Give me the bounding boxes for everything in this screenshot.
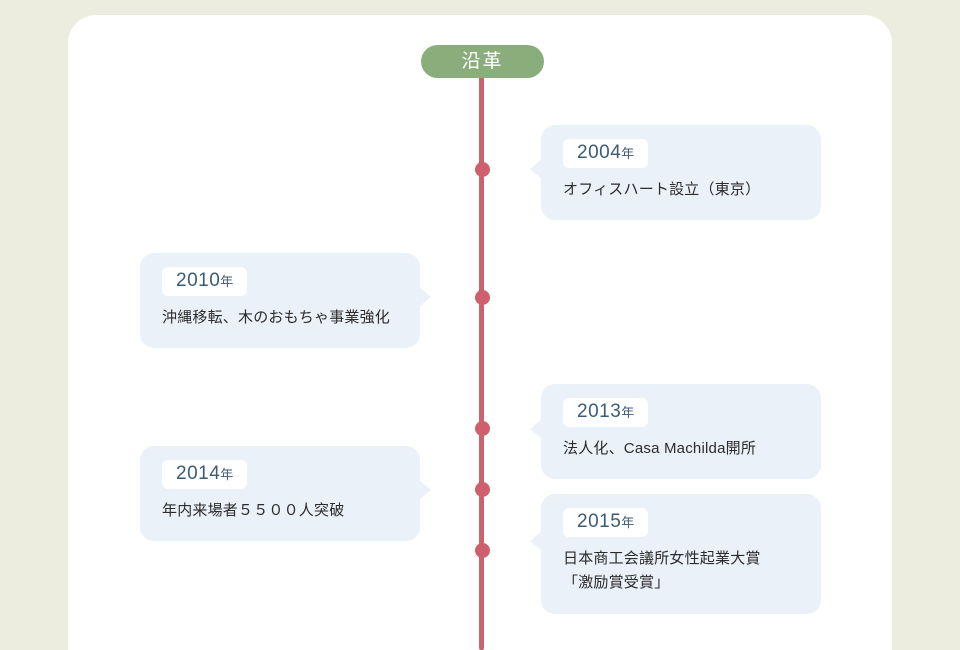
timeline-event-card-2014: 2014年 年内来場者５５００人突破 [140,446,431,542]
event-year-suffix: 年 [621,146,635,161]
callout-arrow-icon [530,419,542,439]
timeline-dot-2015 [474,542,490,558]
event-year-value: 2013 [577,401,622,422]
timeline-dot-2013 [474,420,490,436]
callout-arrow-icon [530,159,542,179]
event-year-badge: 2014年 [162,460,248,489]
timeline-event-card-2010: 2010年 沖縄移転、木のおもちゃ事業強化 [140,253,431,349]
event-description: 沖縄移転、木のおもちゃ事業強化 [162,309,391,326]
callout-arrow-icon [530,531,542,551]
event-year-badge: 2004年 [563,139,649,168]
event-year-suffix: 年 [220,274,234,289]
timeline-dot-2010 [474,289,490,305]
callout-arrow-icon [419,480,431,500]
event-year-value: 2004 [577,142,622,163]
callout-arrow-icon [419,287,431,307]
event-year-badge: 2013年 [563,398,649,427]
event-description: 法人化、Casa Machilda開所 [563,440,757,457]
event-year-value: 2014 [176,463,221,484]
event-year-badge: 2010年 [162,267,248,296]
event-year-suffix: 年 [621,515,635,530]
timeline-dot-2004 [474,161,490,177]
event-description: オフィスハート設立（東京） [563,181,761,198]
timeline-event-card-2004: 2004年 オフィスハート設立（東京） [530,125,821,221]
event-description: 日本商工会議所女性起業大賞 「激励賞受賞」 [563,550,761,592]
event-year-badge: 2015年 [563,508,649,537]
event-year-suffix: 年 [621,405,635,420]
timeline-dot-2014 [474,481,490,497]
event-year-suffix: 年 [220,467,234,482]
event-description: 年内来場者５５００人突破 [162,502,345,519]
timeline-event-card-2015: 2015年 日本商工会議所女性起業大賞 「激励賞受賞」 [530,494,821,614]
event-year-value: 2015 [577,511,622,532]
event-year-value: 2010 [176,270,221,291]
timeline-event-card-2013: 2013年 法人化、Casa Machilda開所 [530,384,821,480]
timeline-heading-badge: 沿革 [421,45,544,78]
timeline-axis-line [479,62,484,650]
